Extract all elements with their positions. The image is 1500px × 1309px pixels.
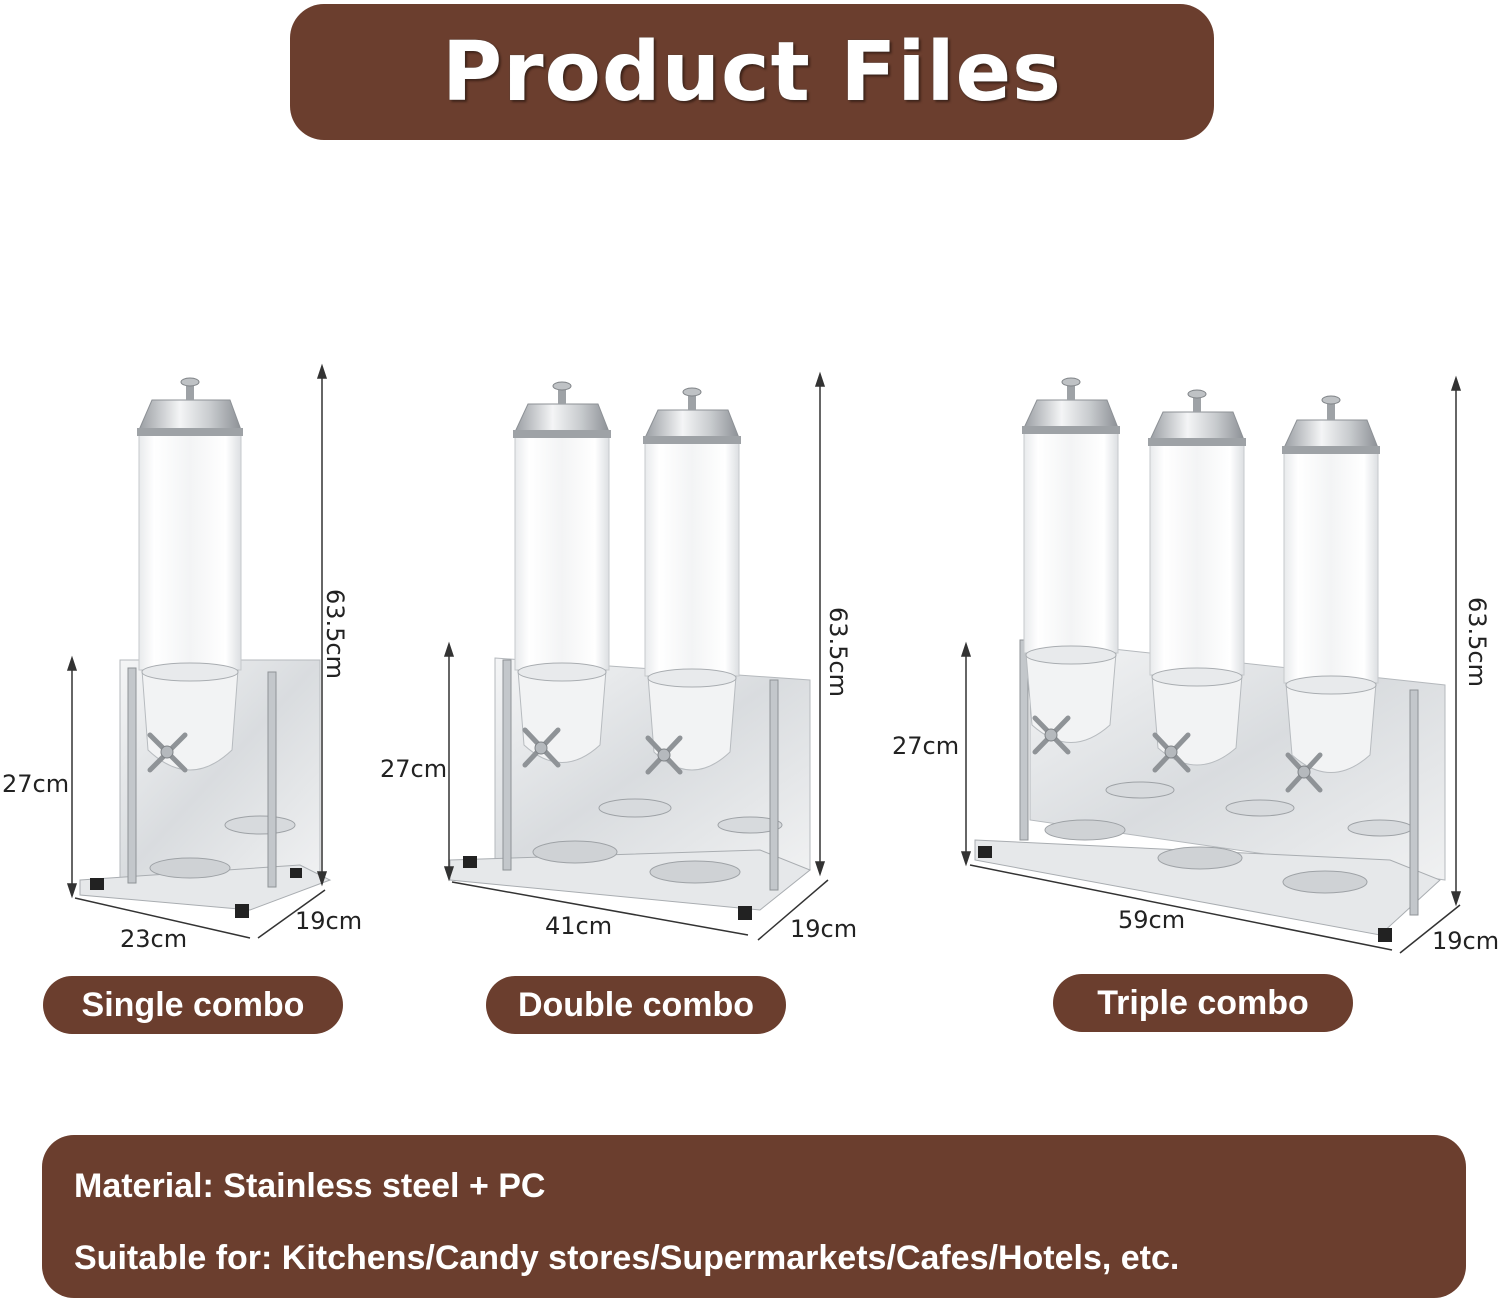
triple-height-label: 63.5cm	[1463, 596, 1492, 688]
triple-combo-text: Triple combo	[1097, 983, 1309, 1022]
double-combo-text: Double combo	[517, 985, 755, 1024]
double-width-label: 41cm	[545, 912, 613, 940]
triple-width-label: 59cm	[1118, 906, 1186, 934]
double-combo-label: Double combo	[486, 976, 786, 1034]
double-depth-label: 19cm	[790, 915, 858, 943]
single-width-label: 23cm	[120, 925, 188, 953]
single-height-label: 63.5cm	[321, 588, 350, 680]
title-banner: Product Files	[290, 4, 1214, 140]
single-combo-text: Single combo	[81, 985, 305, 1024]
triple-depth-label: 19cm	[1432, 927, 1500, 955]
single-base-height-label: 27cm	[2, 770, 70, 798]
double-height-label: 63.5cm	[824, 606, 853, 698]
triple-dispenser-image	[960, 375, 1462, 954]
double-dispenser-image	[443, 371, 829, 941]
double-base-height-label: 27cm	[380, 755, 448, 783]
triple-base-height-label: 27cm	[892, 732, 960, 760]
single-depth-label: 19cm	[295, 907, 363, 935]
material-text: Material: Stainless steel + PC	[74, 1167, 546, 1205]
single-dispenser-image	[66, 363, 332, 939]
triple-combo-label: Triple combo	[1053, 974, 1353, 1032]
suitable-text: Suitable for: Kitchens/Candy stores/Supe…	[74, 1239, 1180, 1277]
page-title: Product Files	[442, 24, 1062, 120]
info-panel: Material: Stainless steel + PC Suitable …	[42, 1135, 1466, 1298]
single-combo-label: Single combo	[43, 976, 343, 1034]
